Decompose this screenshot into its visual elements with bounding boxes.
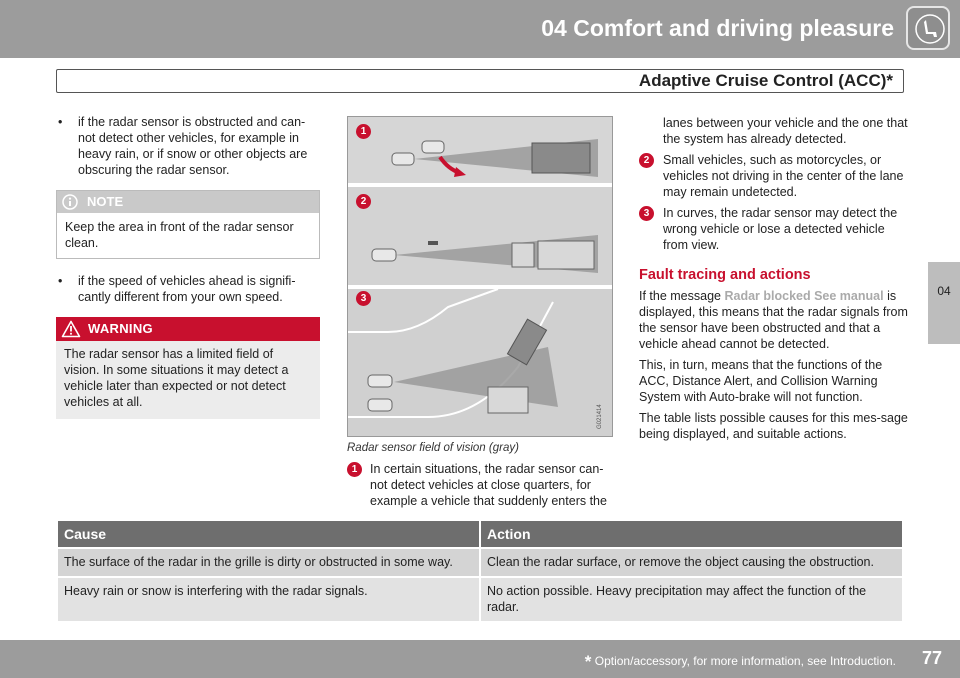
cause-cell: The surface of the radar in the grille i… [58, 549, 479, 576]
table-row: The surface of the radar in the grille i… [58, 549, 902, 576]
warning-box: WARNING The radar sensor has a limited f… [56, 317, 320, 419]
bullet-text: if the speed of vehicles ahead is signif… [78, 274, 296, 304]
radar-illustration: G021414 1 2 3 [347, 116, 613, 437]
warning-title: WARNING [88, 321, 153, 336]
cause-action-table: Cause Action The surface of the radar in… [56, 519, 904, 623]
item-number-badge: 3 [639, 206, 654, 221]
bullet-dot: • [58, 274, 63, 288]
table-header-row: Cause Action [58, 521, 902, 547]
left-column: • if the radar sensor is obstructed and … [56, 114, 320, 419]
cause-cell: Heavy rain or snow is interfering with t… [58, 578, 479, 621]
warning-header: WARNING [56, 317, 320, 341]
continuation-text: lanes between your vehicle and the one t… [663, 116, 908, 146]
table-row: Heavy rain or snow is interfering with t… [58, 578, 902, 621]
right-column: lanes between your vehicle and the one t… [639, 115, 909, 447]
header-band: 04 Comfort and driving pleasure [0, 0, 960, 58]
page-number: 77 [921, 648, 942, 668]
figure-badge-2: 2 [356, 194, 371, 209]
item-text: In curves, the radar sensor may detect t… [663, 206, 898, 252]
item-text: Small vehicles, such as motorcycles, or … [663, 153, 904, 199]
figure-badge-1: 1 [356, 124, 371, 139]
warning-text: The radar sensor has a limited field of … [64, 347, 289, 409]
note-box: NOTE Keep the area in front of the radar… [56, 190, 320, 259]
note-title: NOTE [87, 194, 124, 209]
footer-star: * [584, 652, 592, 671]
seat-icon [906, 6, 950, 50]
item-number-badge: 2 [639, 153, 654, 168]
table-intro-paragraph: The table lists possible causes for this… [639, 411, 908, 441]
chapter-side-tab-label: 04 [937, 284, 951, 298]
chapter-title: 04 Comfort and driving pleasure [541, 15, 894, 41]
display-message: Radar blocked See manual [724, 289, 884, 303]
action-cell: Clean the radar surface, or remove the o… [480, 549, 902, 576]
figure-image-code: G021414 [597, 404, 603, 429]
footer-band: * Option/accessory, for more information… [0, 640, 960, 678]
item-number-badge: 1 [347, 462, 362, 477]
item-text: In certain situations, the radar sensor … [370, 462, 607, 508]
info-icon [62, 194, 78, 210]
fault-message-paragraph: If the message Radar blocked See manual … [639, 288, 909, 352]
note-text: Keep the area in front of the radar sens… [65, 220, 294, 250]
function-paragraph: This, in turn, means that the functions … [639, 358, 883, 404]
chapter-side-tab[interactable]: 04 [928, 262, 960, 344]
note-header: NOTE [57, 191, 319, 213]
section-title-bar: Adaptive Cruise Control (ACC)* [56, 69, 904, 93]
bullet-dot: • [58, 115, 63, 129]
warning-triangle-icon [61, 320, 81, 338]
action-column-header: Action [480, 521, 902, 547]
numbered-item-1: 1 In certain situations, the radar senso… [347, 461, 615, 509]
fault-tracing-heading: Fault tracing and actions [639, 267, 811, 283]
bullet-item: • if the radar sensor is obstructed and … [56, 114, 320, 178]
numbered-item-3: 3 In curves, the radar sensor may detect… [639, 205, 909, 253]
numbered-item-2: 2 Small vehicles, such as motorcycles, o… [639, 152, 909, 200]
message-prefix: If the message [639, 289, 721, 303]
figure-badge-3: 3 [356, 291, 371, 306]
bullet-item: • if the speed of vehicles ahead is sign… [56, 273, 320, 305]
footer-note: * Option/accessory, for more information… [585, 652, 896, 672]
bullet-text: if the radar sensor is obstructed and ca… [78, 115, 308, 177]
cause-column-header: Cause [58, 521, 479, 547]
footer-note-text: Option/accessory, for more information, … [594, 654, 896, 668]
action-cell: No action possible. Heavy precipitation … [480, 578, 902, 621]
section-title: Adaptive Cruise Control (ACC)* [638, 71, 893, 90]
figure-caption: Radar sensor field of vision (gray) [347, 442, 519, 454]
message-suffix: is displayed, this means that the radar … [639, 289, 908, 351]
radar-scenes: G021414 [348, 117, 612, 436]
